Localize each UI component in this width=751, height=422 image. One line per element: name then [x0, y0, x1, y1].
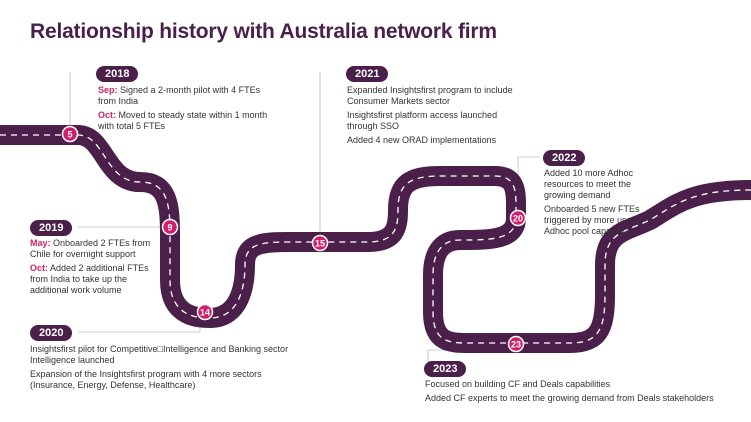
- year-badge-2022: 2022: [543, 150, 586, 166]
- entry: Oct: Moved to steady state within 1 mont…: [98, 110, 268, 131]
- year-badge-2019: 2019: [30, 220, 73, 236]
- milestone-marker-2: 9: [161, 218, 179, 236]
- svg-text:20: 20: [513, 214, 523, 224]
- svg-text:14: 14: [200, 308, 210, 318]
- milestone-marker-6: 23: [507, 335, 525, 353]
- milestone-marker-4: 15: [311, 234, 329, 252]
- road-center-line: [0, 134, 751, 344]
- entry: Insightsfirst pilot for Competitive□Inte…: [30, 344, 289, 365]
- svg-text:9: 9: [167, 223, 172, 233]
- page-title: Relationship history with Australia netw…: [30, 20, 497, 43]
- entry: Focused on building CF and Deals capabil…: [425, 379, 611, 389]
- entry: Expanded Insightsfirst program to includ…: [347, 85, 513, 106]
- milestone-text-2018: Sep: Signed a 2-month pilot with 4 FTEs …: [98, 85, 278, 135]
- entry: Added 4 new ORAD implementations: [347, 135, 497, 145]
- svg-text:23: 23: [511, 340, 521, 350]
- year-badge-2020: 2020: [30, 325, 73, 341]
- year-badge-2021: 2021: [346, 66, 389, 82]
- entry: Added CF experts to meet the growing dem…: [425, 393, 714, 403]
- milestone-text-2023: Focused on building CF and Deals capabil…: [425, 379, 745, 407]
- milestone-text-2022: Added 10 more Adhoc resources to meet th…: [544, 168, 664, 240]
- year-badge-2023: 2023: [424, 361, 467, 377]
- entry: Expansion of the Insightsfirst program w…: [30, 369, 262, 390]
- milestone-text-2021: Expanded Insightsfirst program to includ…: [347, 85, 527, 149]
- milestone-marker-3: 14: [196, 303, 214, 321]
- entry: Insightsfirst platform access launched t…: [347, 110, 498, 131]
- milestone-marker-1: 5: [61, 125, 79, 143]
- entry: Added 10 more Adhoc resources to meet th…: [544, 168, 634, 200]
- svg-text:15: 15: [315, 239, 325, 249]
- entry: Onboarded 5 new FTEs triggered by more u…: [544, 204, 642, 236]
- entry: May: Onboarded 2 FTEs from Chile for ove…: [30, 238, 151, 259]
- entry: Oct: Added 2 additional FTEs from India …: [30, 263, 149, 295]
- milestone-marker-5: 20: [509, 209, 527, 227]
- year-badge-2018: 2018: [96, 66, 139, 82]
- svg-text:5: 5: [67, 130, 72, 140]
- milestone-text-2019: May: Onboarded 2 FTEs from Chile for ove…: [30, 238, 155, 299]
- milestone-text-2020: Insightsfirst pilot for Competitive□Inte…: [30, 344, 295, 394]
- entry: Sep: Signed a 2-month pilot with 4 FTEs …: [98, 85, 261, 106]
